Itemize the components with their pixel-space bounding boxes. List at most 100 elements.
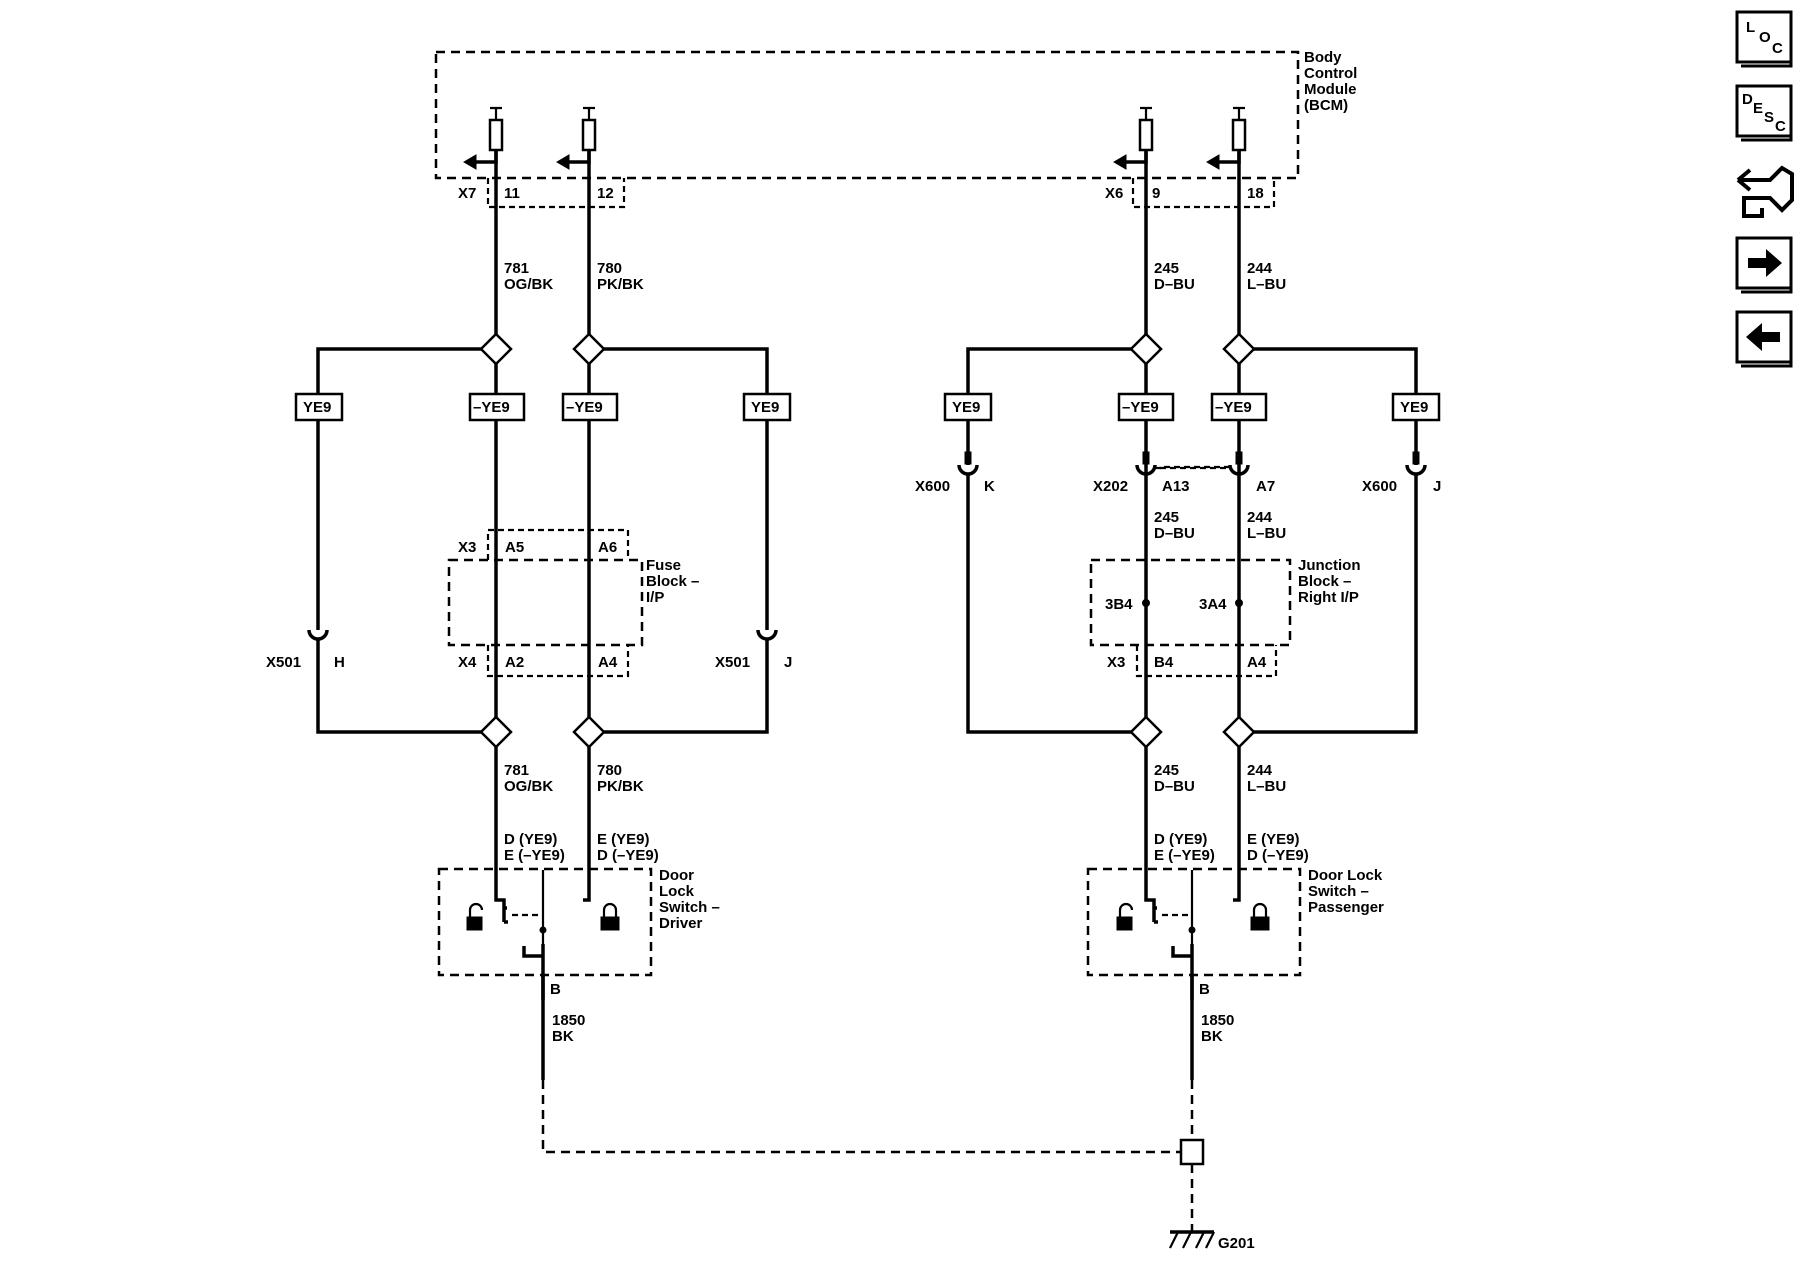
- wire-color: OG/BK: [504, 778, 553, 795]
- wire-circuit: 780: [597, 260, 622, 277]
- option-label: –YE9: [566, 399, 603, 416]
- switch-pin-label: E (YE9): [1247, 831, 1300, 848]
- next-arrow-button[interactable]: [1735, 236, 1793, 294]
- option-box: –YE9: [468, 392, 526, 422]
- pin-label: A6: [598, 539, 617, 556]
- wire-circuit: 244: [1247, 762, 1273, 779]
- option-box: YE9: [943, 392, 993, 422]
- ground-label: G201: [1218, 1235, 1255, 1252]
- loc-button[interactable]: L O C: [1735, 10, 1793, 68]
- component-label: I/P: [646, 589, 664, 606]
- wire-color: D–BU: [1154, 276, 1195, 293]
- option-box: YE9: [1391, 392, 1441, 422]
- splice-diamond: [479, 715, 513, 749]
- wire-color: PK/BK: [597, 276, 644, 293]
- wire-circuit: 245: [1154, 260, 1179, 277]
- pin-label: B4: [1154, 654, 1174, 671]
- connector-end-view-icon[interactable]: [1736, 165, 1794, 218]
- connector-x7: X7 11 12: [458, 178, 626, 209]
- unlock-icon: [1116, 902, 1134, 931]
- inline-connector-x501-h: X501 H: [266, 629, 345, 671]
- desc-letter: E: [1753, 100, 1763, 117]
- connector-label: X3: [458, 539, 476, 556]
- wire-color: L–BU: [1247, 525, 1286, 542]
- option-box: YE9: [742, 392, 792, 422]
- pin-label: 11: [504, 185, 520, 202]
- driver-wiring: [316, 150, 769, 892]
- junction-block-right-ip: Junction Block – Right I/P 3B4 3A4 X3 B4…: [1089, 557, 1361, 678]
- wire-circuit: 244: [1247, 260, 1273, 277]
- connector-label: X501: [715, 654, 750, 671]
- option-label: YE9: [952, 399, 980, 416]
- ground-g201: G201: [541, 1080, 1255, 1252]
- option-box: YE9: [294, 392, 344, 422]
- desc-letter: S: [1764, 109, 1774, 126]
- wire-color: L–BU: [1247, 276, 1286, 293]
- bcm-label-line: Module: [1304, 81, 1357, 98]
- splice-diamond: [1129, 715, 1163, 749]
- pin-label: A7: [1256, 478, 1275, 495]
- component-label: Block –: [646, 573, 699, 590]
- splice-diamond: [479, 332, 513, 366]
- inline-connector-x202: X202 A13 A7: [1093, 451, 1275, 495]
- pin-label: 9: [1152, 185, 1160, 202]
- option-label: YE9: [303, 399, 331, 416]
- previous-arrow-button[interactable]: [1735, 310, 1793, 368]
- option-box: –YE9: [561, 392, 619, 422]
- connector-label: X7: [458, 185, 476, 202]
- pin-label: J: [1433, 478, 1441, 495]
- wire-circuit: 781: [504, 260, 529, 277]
- option-box: –YE9: [1210, 392, 1268, 422]
- pin-label: 12: [597, 185, 614, 202]
- switch-pin-label: E (–YE9): [1154, 847, 1215, 864]
- pin-label: K: [984, 478, 995, 495]
- connector-label: X600: [915, 478, 950, 495]
- wire-circuit: 780: [597, 762, 622, 779]
- inline-connector-x600-k: X600 K: [915, 451, 995, 495]
- arrow-right-icon: [1748, 249, 1782, 277]
- lock-icon: [1250, 902, 1270, 931]
- pin-label: A4: [1247, 654, 1267, 671]
- pin-label: A5: [505, 539, 524, 556]
- pin-label: A13: [1162, 478, 1190, 495]
- component-label: Fuse: [646, 557, 681, 574]
- loc-letter: C: [1772, 40, 1783, 57]
- component-label: Driver: [659, 915, 703, 932]
- inline-connector-x600-j: X600 J: [1362, 451, 1441, 495]
- bcm-label-line: (BCM): [1304, 97, 1348, 114]
- bcm-module: Body Control Module (BCM): [434, 49, 1357, 180]
- wire-color: D–BU: [1154, 778, 1195, 795]
- switch-pin-label: D (YE9): [1154, 831, 1207, 848]
- wire-color: BK: [1201, 1028, 1223, 1045]
- loc-letter: O: [1759, 29, 1771, 46]
- connector-label: X501: [266, 654, 301, 671]
- switch-pin-label: D (–YE9): [597, 847, 659, 864]
- desc-button[interactable]: D E S C: [1735, 84, 1793, 142]
- component-label: Right I/P: [1298, 589, 1359, 606]
- switch-pin-label: E (–YE9): [504, 847, 565, 864]
- splice-diamond: [1222, 332, 1256, 366]
- wire-color: OG/BK: [504, 276, 553, 293]
- pin-label: B: [1199, 981, 1210, 998]
- pin-label: 3B4: [1105, 596, 1133, 613]
- wire-color: BK: [552, 1028, 574, 1045]
- wire-color: D–BU: [1154, 525, 1195, 542]
- wire-circuit: 245: [1154, 762, 1179, 779]
- option-label: –YE9: [1122, 399, 1159, 416]
- connector-label: X3: [1107, 654, 1125, 671]
- fuse-block-ip: Fuse Block – I/P X3 A5 A6 X4 A2 A4: [447, 528, 699, 678]
- option-label: –YE9: [1215, 399, 1252, 416]
- connector-label: X600: [1362, 478, 1397, 495]
- wire-circuit: 245: [1154, 509, 1179, 526]
- desc-letter: D: [1742, 91, 1753, 108]
- bcm-label-line: Body: [1304, 49, 1342, 66]
- inline-connector-x501-j: X501 J: [715, 629, 792, 671]
- wire-circuit: 244: [1247, 509, 1273, 526]
- switch-pin-label: E (YE9): [597, 831, 650, 848]
- component-label: Door: [659, 867, 694, 884]
- component-label: Switch –: [659, 899, 720, 916]
- option-box: –YE9: [1117, 392, 1175, 422]
- wire-circuit: 781: [504, 762, 529, 779]
- splice-diamond: [572, 332, 606, 366]
